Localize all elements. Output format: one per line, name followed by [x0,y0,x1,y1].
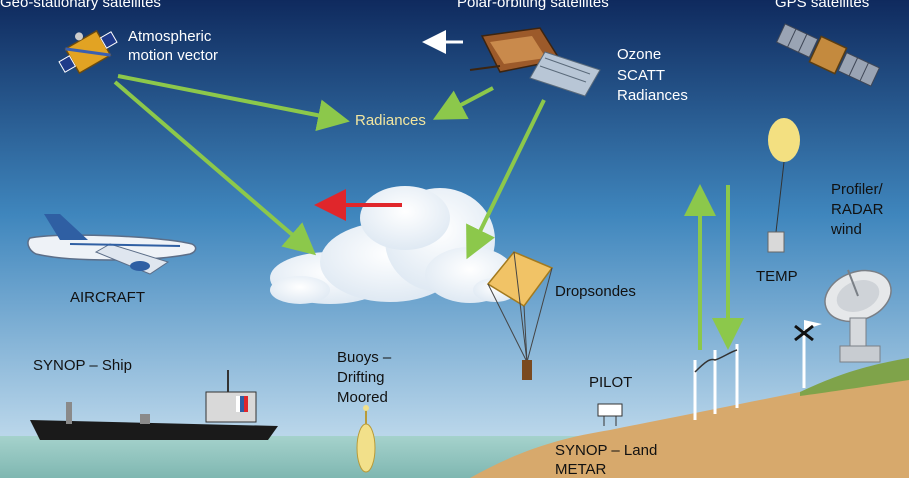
synop-land-label-line1: SYNOP – Land [555,442,658,459]
profiler-label-line1: Profiler/ [831,181,883,198]
synop-land-label-line2: METAR [555,461,607,478]
cloud-icon [270,186,517,304]
atmospheric-motion-label-line1: Atmospheric [128,28,212,45]
buoys-label-line2: Drifting [337,369,385,386]
green-arrow-amv-to-radiances [117,74,350,132]
radar-dish-icon [824,269,892,363]
green-arrow-polar-to-cloud [466,99,546,260]
polar-products-line3: Radiances [617,87,688,104]
gps-satellites-label: GPS satellites [775,0,870,11]
buoy-icon [356,405,376,473]
ship-icon [30,370,278,440]
gps-satellite-icon [775,23,881,87]
weather-balloon-icon [767,118,800,253]
pilot-label: PILOT [589,374,633,391]
grass-hill [800,358,909,396]
geo-satellites-label: Geo-stationary satellites [0,0,161,11]
green-arrow-geo-to-cloud [113,80,317,256]
polar-satellite-icon [469,27,601,97]
profiler-label-line3: wind [831,221,862,238]
aircraft-label: AIRCRAFT [70,289,145,306]
green-arrow-polar-to-radiances [432,86,494,120]
dropsonde-parachute-icon [486,251,554,380]
pilot-station-icon [597,344,739,426]
atmospheric-motion-label-line2: motion vector [128,47,219,64]
polar-satellites-label: Polar-orbiting satellites [457,0,609,11]
buoys-label-line1: Buoys – [337,349,392,366]
airplane-icon [27,214,197,275]
dropsondes-label: Dropsondes [555,283,636,300]
radiances-label: Radiances [355,112,426,129]
anemometer-icon [794,320,822,388]
buoys-label-line3: Moored [337,389,388,406]
geostationary-satellite-icon [58,29,118,75]
profiler-label-line2: RADAR [831,201,884,218]
polar-products-line2: SCATT [617,67,666,84]
temp-label: TEMP [756,268,798,285]
land [470,372,909,478]
polar-products-line1: Ozone [617,46,662,63]
synop-ship-label: SYNOP – Ship [33,357,132,374]
